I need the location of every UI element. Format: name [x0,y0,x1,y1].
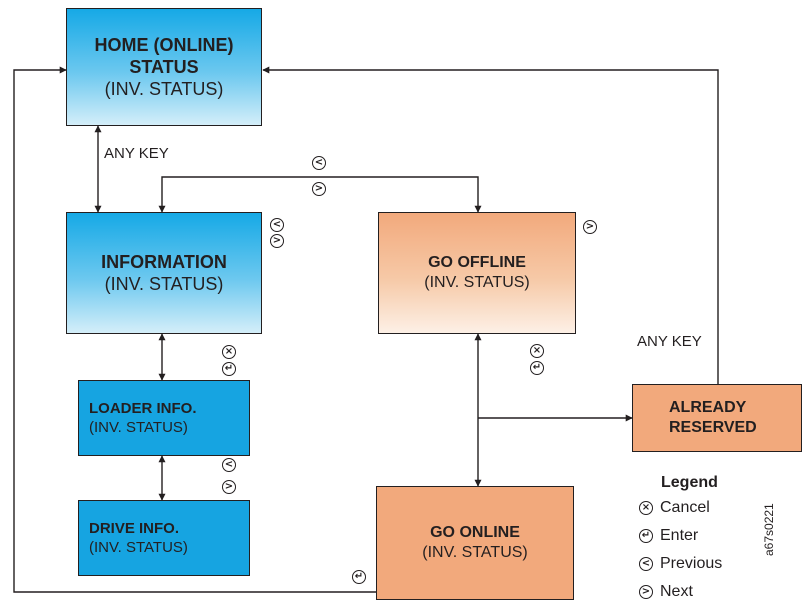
previous-key-icon: < [222,458,236,472]
next-key-icon: > [639,585,653,599]
previous-key-icon: < [639,557,653,571]
enter-key-icon: ↵ [639,529,653,543]
next-key-icon: > [583,220,597,234]
legend-label-enter: Enter [660,527,699,544]
legend-label-previous: Previous [660,555,723,572]
next-key-icon: > [222,480,236,494]
loader-info-box: LOADER INFO. (INV. STATUS) [78,380,250,456]
loader-info-inv-status: (INV. STATUS) [89,419,188,436]
enter-key-icon: ↵ [222,362,236,376]
cancel-key-icon: × [639,501,653,515]
legend-label-next: Next [660,583,693,600]
legend-item-cancel: × Cancel [636,494,776,522]
next-key-icon: > [270,234,284,248]
drive-info-inv-status: (INV. STATUS) [89,539,188,556]
any-key-label-left: ANY KEY [104,145,169,162]
already-reserved-box: ALREADY RESERVED [632,384,802,452]
enter-key-icon: ↵ [530,361,544,375]
figure-id: a67s0221 [762,503,776,556]
drive-info-title: DRIVE INFO. [89,520,180,537]
legend-label-cancel: Cancel [660,499,710,516]
previous-key-icon: < [270,218,284,232]
information-box: INFORMATION (INV. STATUS) [66,212,262,334]
previous-key-icon: < [312,156,326,170]
information-title: INFORMATION [101,252,227,272]
go-online-box: GO ONLINE (INV. STATUS) [376,486,574,600]
connector-reserved-home [262,66,719,384]
legend-item-next: > Next [636,578,776,606]
connector-online-home [13,66,376,593]
go-online-inv-status: (INV. STATUS) [422,544,528,561]
home-title: HOME (ONLINE) [94,35,234,55]
home-status-box: HOME (ONLINE) STATUS (INV. STATUS) [66,8,262,126]
already-reserved-line2: RESERVED [669,419,757,436]
go-offline-inv-status: (INV. STATUS) [424,274,530,291]
home-subtitle: STATUS [129,57,199,77]
go-online-title: GO ONLINE [430,524,520,541]
cancel-key-icon: × [530,344,544,358]
loader-info-title: LOADER INFO. [89,400,197,417]
drive-info-box: DRIVE INFO. (INV. STATUS) [78,500,250,576]
information-inv-status: (INV. STATUS) [104,274,224,294]
legend-item-previous: < Previous [636,550,776,578]
any-key-label-right: ANY KEY [637,333,702,350]
legend: Legend × Cancel ↵ Enter < Previous > Nex… [636,472,776,606]
go-offline-box: GO OFFLINE (INV. STATUS) [378,212,576,334]
go-offline-title: GO OFFLINE [428,254,526,271]
enter-key-icon: ↵ [352,570,366,584]
connector-information-offline [158,176,482,213]
cancel-key-icon: × [222,345,236,359]
next-key-icon: > [312,182,326,196]
already-reserved-line1: ALREADY [669,399,747,416]
home-inv-status: (INV. STATUS) [104,79,224,99]
legend-title: Legend [661,474,718,491]
legend-item-enter: ↵ Enter [636,522,776,550]
